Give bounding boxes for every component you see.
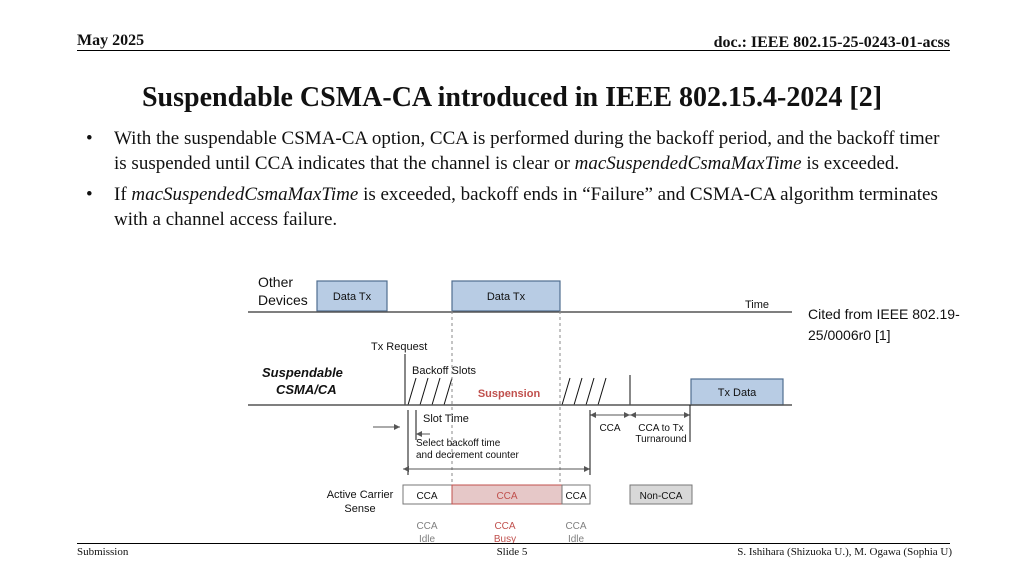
svg-text:CCA: CCA — [416, 491, 437, 502]
acs-label: Sense — [344, 503, 375, 515]
tx-request-label: Tx Request — [371, 341, 427, 353]
turnaround-label: Turnaround — [635, 434, 686, 445]
param-name: macSuspendedCsmaMaxTime — [574, 153, 802, 174]
tx-data-label: Tx Data — [718, 387, 757, 399]
slot-time-label: Slot Time — [423, 413, 469, 425]
select-backoff-label: and decrement counter — [416, 450, 520, 461]
bullet-list: •With the suspendable CSMA-CA option, CC… — [86, 126, 956, 238]
header-date: May 2025 — [77, 32, 145, 49]
param-name: macSuspendedCsmaMaxTime — [131, 184, 359, 205]
csma-timing-diagram: Other Devices Data Tx Data Tx Time Tx Re… — [248, 274, 792, 545]
state-label: CCA — [565, 521, 586, 532]
other-devices-label: Devices — [258, 292, 308, 308]
tx-data-box — [690, 378, 784, 406]
header-rule — [77, 50, 950, 51]
backoff-slot-ticks — [407, 377, 607, 406]
svg-text:Non-CCA: Non-CCA — [640, 491, 683, 502]
bullet-item: •If macSuspendedCsmaMaxTime is exceeded,… — [86, 184, 938, 230]
state-label: CCA — [494, 521, 515, 532]
state-label: Idle — [419, 534, 436, 545]
data-tx-label: Data Tx — [487, 291, 526, 303]
slide-number: Slide 5 — [496, 546, 528, 558]
select-backoff-label: Select backoff time — [416, 438, 501, 449]
dashed-guides — [451, 311, 561, 482]
other-devices-label: Other — [258, 274, 293, 290]
bullet-dot: • — [86, 128, 93, 149]
cca-label: CCA — [599, 423, 620, 434]
data-tx-label: Data Tx — [333, 291, 372, 303]
cca-box — [561, 484, 591, 505]
time-label: Time — [745, 299, 769, 311]
data-tx-box — [316, 280, 388, 312]
svg-text:CCA: CCA — [496, 491, 517, 502]
footer-submission: Submission — [77, 546, 129, 558]
data-tx-box — [451, 280, 561, 312]
suspendable-label: CSMA/CA — [276, 382, 337, 397]
slide-title: Suspendable CSMA-CA introduced in IEEE 8… — [141, 82, 883, 113]
state-label: CCA — [416, 521, 437, 532]
acs-label: Active Carrier — [327, 489, 394, 501]
header-doc-id: doc.: IEEE 802.15-25-0243-01-acss — [713, 34, 950, 51]
arrowhead — [394, 424, 400, 430]
suspendable-label: Suspendable — [262, 365, 343, 380]
bullet-item: •With the suspendable CSMA-CA option, CC… — [86, 128, 940, 174]
footer-rule — [77, 543, 950, 544]
non-cca-box — [629, 484, 693, 505]
state-label: Idle — [568, 534, 585, 545]
turnaround-label: CCA to Tx — [638, 423, 683, 434]
bullet-dot: • — [86, 184, 93, 205]
citation: Cited from IEEE 802.19-25/0006r0 [1] — [808, 306, 960, 343]
state-label: Busy — [494, 534, 516, 545]
backoff-slots-label: Backoff Slots — [412, 365, 476, 377]
arrowhead — [416, 431, 422, 437]
footer-authors: S. Ishihara (Shizuoka U.), M. Ogawa (Sop… — [737, 546, 952, 558]
suspension-label: Suspension — [478, 388, 541, 400]
svg-text:CCA: CCA — [565, 491, 586, 502]
